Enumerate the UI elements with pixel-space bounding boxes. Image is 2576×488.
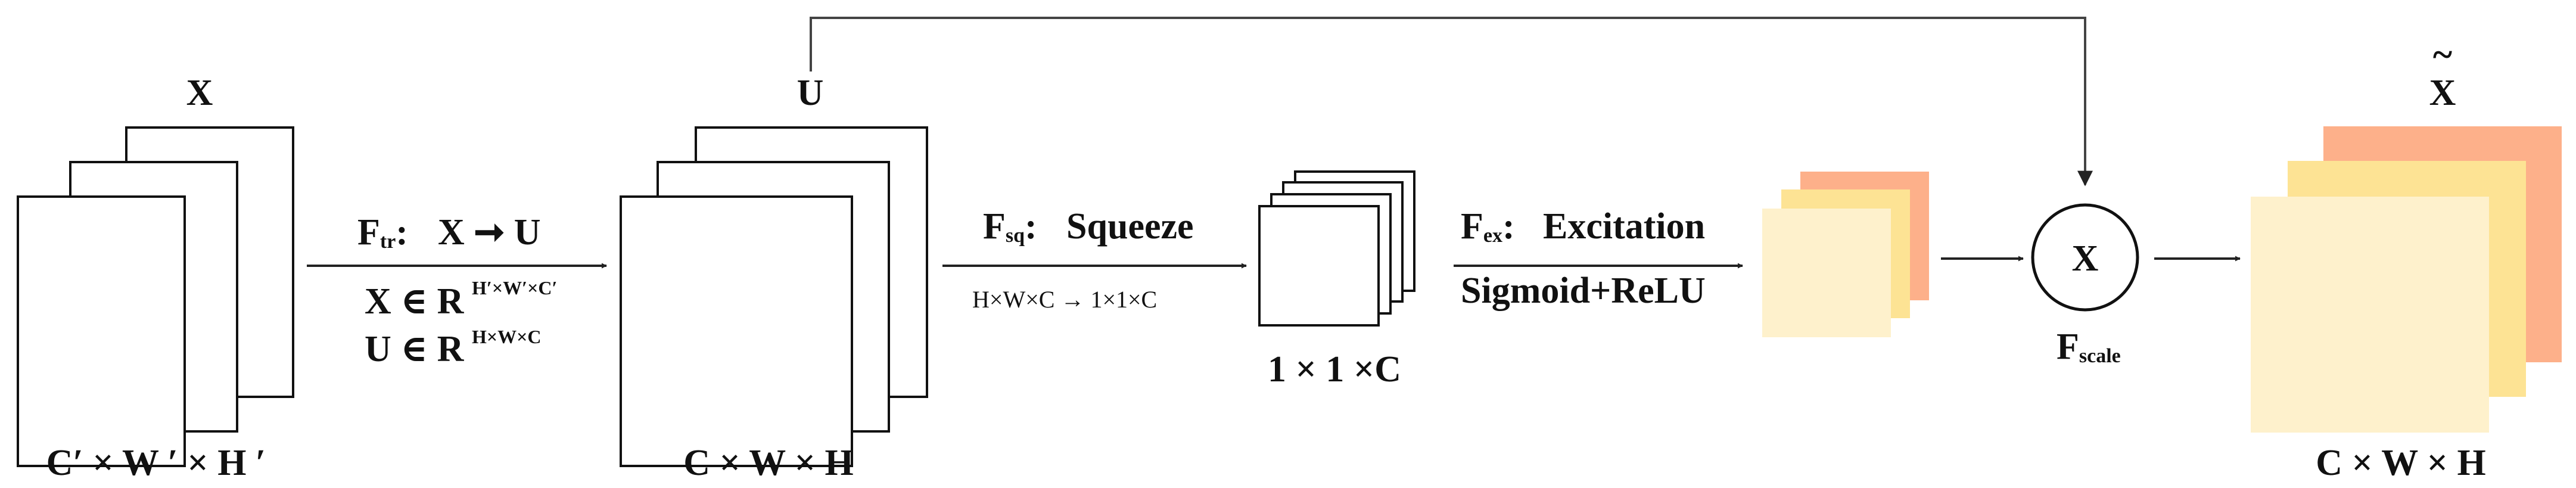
excitation-colon: : [1502, 206, 1515, 247]
excitation-label: Fex: [1461, 206, 1515, 247]
transform-symbol: F [357, 212, 380, 253]
squeeze-name: Squeeze [1066, 206, 1194, 247]
scale-label: Fscale [2057, 327, 2121, 367]
scale-symbol: F [2057, 327, 2079, 367]
scale-operator-symbol: X [2072, 238, 2099, 279]
transform-colon: : [396, 212, 408, 253]
channel-weight-front [1762, 209, 1891, 337]
input-tensor-x [17, 126, 294, 467]
squeezed-vector-dims: 1 × 1 ×C [1268, 349, 1401, 390]
squeeze-subscript: sq [1006, 225, 1025, 247]
squeeze-colon: : [1025, 206, 1037, 247]
squeezed-vector-front [1258, 205, 1380, 327]
input-feature-map-front [17, 195, 186, 467]
squeeze-label: Fsq: [983, 206, 1037, 247]
squeeze-shape-change: H×W×C → 1×1×C [972, 286, 1157, 313]
excitation-activations: Sigmoid+ReLU [1461, 271, 1706, 311]
excitation-subscript: ex [1483, 225, 1502, 247]
u-tensor-dims: C × W × H [683, 443, 853, 483]
output-tensor [2251, 126, 2562, 433]
squeeze-symbol: F [983, 206, 1006, 247]
channel-weights [1762, 172, 1929, 337]
u-domain-exponent: H×W×C [472, 326, 541, 347]
output-feature-map-front [2251, 197, 2489, 433]
output-tensor-label: X [2429, 73, 2456, 113]
excitation-name: Excitation [1543, 206, 1705, 247]
transform-subscript: tr [380, 231, 396, 253]
transform-label: Ftr: [357, 212, 408, 253]
output-tensor-dims: C × W × H [2316, 443, 2485, 483]
input-tensor-dims: C′ × W ′ × H ′ [46, 443, 266, 483]
u-domain: U ∈ R [365, 329, 465, 369]
squeezed-vector [1258, 170, 1415, 327]
skip-connection-line [810, 17, 2093, 187]
x-domain: X ∈ R [365, 281, 465, 322]
u-tensor-label: U [797, 73, 824, 113]
output-tensor-accent: ~ [2433, 35, 2452, 75]
x-domain-exponent: H′×W′×C′ [472, 277, 557, 299]
scale-operator-circle [2031, 203, 2139, 312]
feature-tensor-u [620, 126, 928, 467]
scale-subscript: scale [2079, 345, 2121, 367]
u-feature-map-front [620, 195, 853, 467]
excitation-symbol: F [1461, 206, 1483, 247]
input-tensor-label: X [186, 73, 213, 113]
transform-mapping: X ➞ U [438, 212, 541, 253]
